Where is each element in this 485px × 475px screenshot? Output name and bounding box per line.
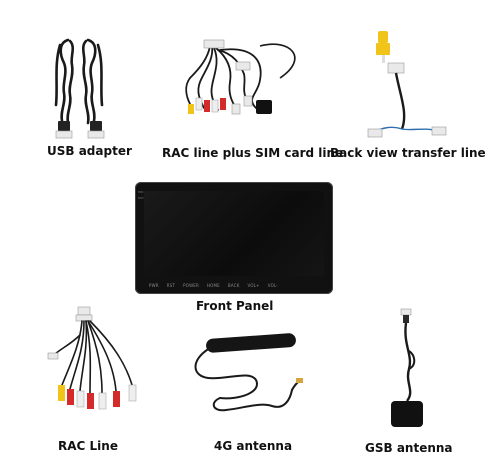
side-buttons: MIC RST bbox=[138, 190, 144, 200]
rac-line: RAC Line bbox=[40, 305, 150, 455]
rac-sim-line-label: RAC line plus SIM card line bbox=[162, 146, 344, 160]
gsb-antenna-image bbox=[391, 308, 423, 427]
gsb-antenna: GSB antenna bbox=[355, 305, 480, 455]
rac-line-label: RAC Line bbox=[58, 439, 118, 453]
usb-adapter: USB adapter bbox=[40, 35, 132, 158]
front-panel-label: Front Panel bbox=[196, 299, 274, 313]
usb-adapter-label: USB adapter bbox=[47, 144, 132, 158]
bezel-button-vol-down: VOL- bbox=[267, 282, 278, 288]
side-button-mic: MIC bbox=[138, 190, 144, 194]
rac-sim-line-image bbox=[185, 39, 296, 115]
display-screen bbox=[144, 191, 324, 276]
bezel-button-pwr: PWR bbox=[149, 282, 159, 288]
bezel-buttons: PWR RST POWER HOME BACK VOL+ VOL- bbox=[149, 280, 293, 290]
bezel-button-vol-up: VOL+ bbox=[247, 282, 260, 288]
bezel-button-power: POWER bbox=[183, 282, 199, 288]
back-view-transfer-line-label: Back view transfer line bbox=[330, 146, 485, 160]
gsb-antenna-label: GSB antenna bbox=[365, 441, 453, 455]
front-panel-image: MIC RST PWR RST POWER HOME BACK VOL+ VOL… bbox=[135, 182, 333, 294]
bezel-button-back: BACK bbox=[227, 282, 240, 288]
antenna-4g-image bbox=[194, 333, 303, 412]
usb-adapter-image bbox=[54, 38, 105, 139]
bezel-button-rst: RST bbox=[166, 282, 176, 288]
bezel-button-home: HOME bbox=[206, 282, 220, 288]
back-view-transfer-line-image bbox=[367, 31, 447, 138]
antenna-4g-label: 4G antenna bbox=[214, 439, 293, 453]
antenna-4g: 4G antenna bbox=[180, 330, 310, 455]
side-button-rst: RST bbox=[138, 196, 144, 200]
back-view-transfer-line: Back view transfer line bbox=[330, 25, 485, 165]
rac-line-image bbox=[47, 306, 137, 410]
rac-sim-line: RAC line plus SIM card line bbox=[160, 38, 343, 163]
